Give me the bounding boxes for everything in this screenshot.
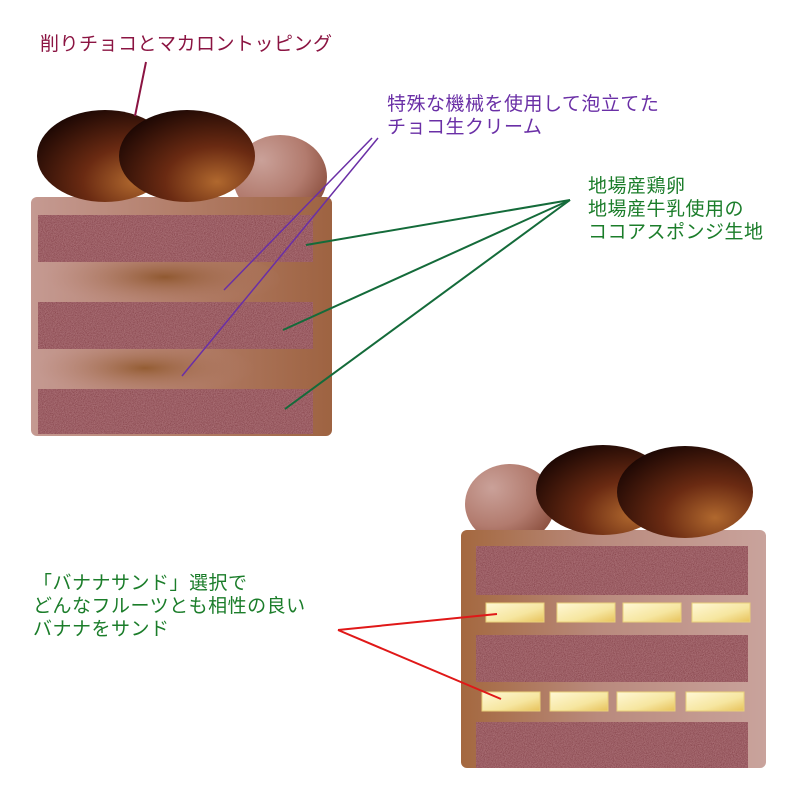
chocolate-shaving xyxy=(617,446,753,538)
leader-lines xyxy=(134,61,571,700)
sponge-layer xyxy=(476,635,748,682)
topping-label: 削りチョコとマカロントッピング xyxy=(40,33,333,56)
banana-label-line: バナナをサンド xyxy=(33,618,170,640)
cake-bottom-right xyxy=(461,445,766,768)
banana-label: 「バナナサンド」選択でどんなフルーツとも相性の良いバナナをサンド xyxy=(33,572,306,641)
banana-row-upper xyxy=(485,602,751,623)
sponge-layer xyxy=(38,302,313,349)
banana-slice xyxy=(549,691,609,712)
topping-leader-line xyxy=(134,61,147,117)
topping-label-line: 削りチョコとマカロントッピング xyxy=(40,33,333,55)
banana-slice xyxy=(616,691,676,712)
banana-leader-line xyxy=(337,613,498,631)
sponge-leader-line xyxy=(284,199,571,410)
sponge-label-line: ココアスポンジ生地 xyxy=(588,221,764,243)
cream-label: 特殊な機械を使用して泡立てたチョコ生クリーム xyxy=(387,93,659,139)
sponge-label-line: 地場産牛乳使用の xyxy=(588,198,745,220)
banana-slice xyxy=(485,602,545,623)
cream-highlight xyxy=(40,250,280,310)
sponge-layer xyxy=(476,546,748,595)
cream-leader-line xyxy=(181,137,379,377)
banana-slice xyxy=(622,602,682,623)
macaron-bottom-right xyxy=(465,464,555,544)
cream-leader-line xyxy=(223,137,373,291)
banana-slice xyxy=(691,602,751,623)
sponge-label-line: 地場産鶏卵 xyxy=(588,175,686,197)
sponge-layer xyxy=(38,215,313,262)
sponge-layer xyxy=(38,389,313,434)
cream-label-line: 特殊な機械を使用して泡立てた xyxy=(387,93,660,115)
banana-label-line: 「バナナサンド」選択で xyxy=(33,572,248,594)
banana-slice xyxy=(685,691,745,712)
banana-slice xyxy=(556,602,616,623)
banana-label-line: どんなフルーツとも相性の良い xyxy=(33,595,306,617)
cream-label-line: チョコ生クリーム xyxy=(387,116,543,138)
cake-top-left xyxy=(31,110,332,436)
sponge-layer xyxy=(476,722,748,768)
banana-row-lower xyxy=(481,691,745,712)
sponge-leader-line xyxy=(282,199,571,331)
sponge-leader-line xyxy=(305,199,571,246)
banana-leader-line xyxy=(337,629,502,700)
sponge-label: 地場産鶏卵地場産牛乳使用のココアスポンジ生地 xyxy=(588,175,764,244)
chocolate-shaving xyxy=(119,110,255,202)
